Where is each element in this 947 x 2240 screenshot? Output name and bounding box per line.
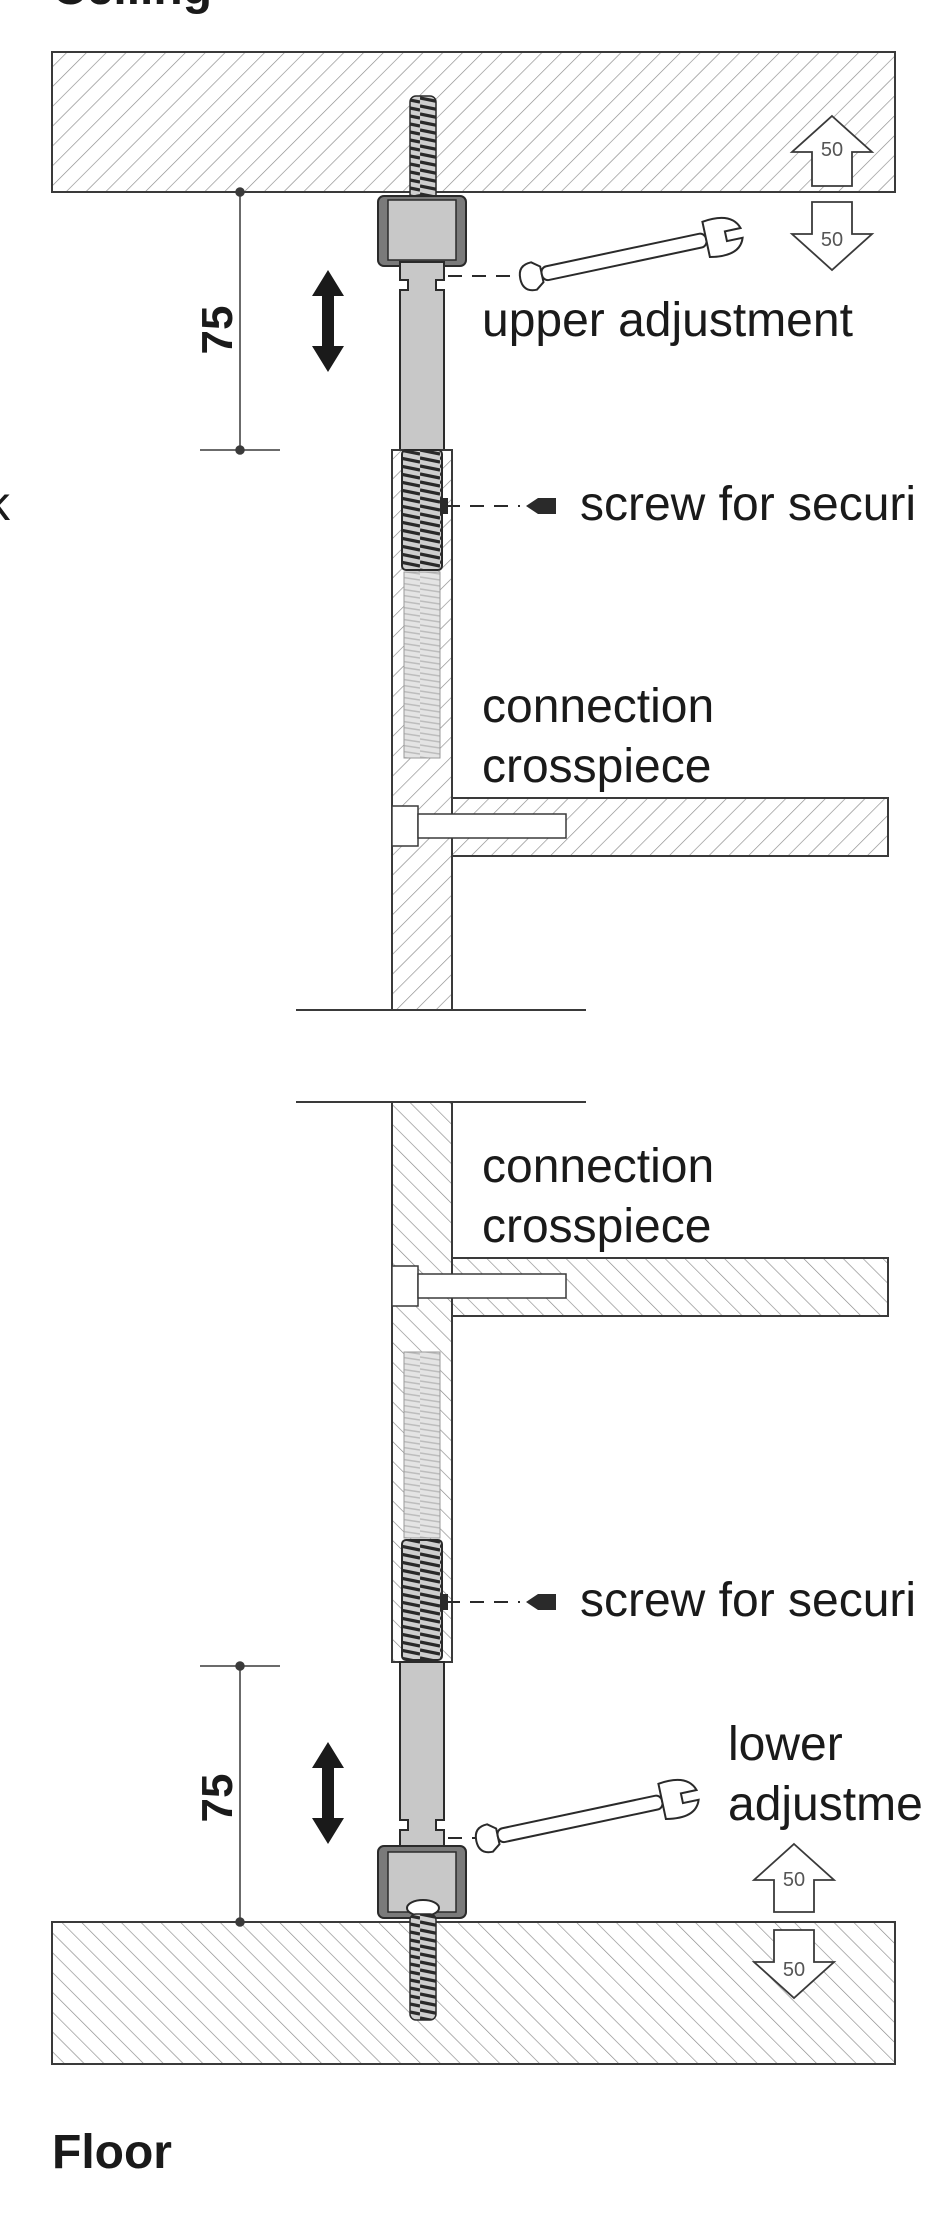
upper-mount-cup (377, 195, 467, 267)
lower-rod (399, 1661, 445, 1853)
svg-text:50: 50 (783, 1959, 805, 1981)
floor-label: Floor (52, 2126, 172, 2179)
upper-connector-bolt (417, 813, 567, 839)
floor-down-arrow-icon: 50 (751, 1929, 837, 2000)
ceiling-screw (406, 95, 440, 212)
upper-wrench-icon (518, 216, 744, 292)
upper-screw-anchor (440, 498, 448, 514)
svg-text:50: 50 (783, 1869, 805, 1891)
upper-screw-label: screw for securi (580, 478, 916, 531)
lower-threaded-sleeve (401, 1539, 443, 1661)
upper-connection-label-2: crosspiece (482, 740, 711, 793)
upper-dimension-value: 75 (193, 306, 242, 355)
lower-set-screw-icon (526, 1594, 556, 1610)
floor-slab (51, 1921, 896, 2065)
upper-dimension (200, 187, 280, 455)
lower-dimension (200, 1661, 280, 1927)
upper-sleeve-light (403, 571, 441, 759)
lower-adjustment-label-2: adjustme (728, 1778, 923, 1831)
left-cut-text: k (0, 478, 11, 531)
upper-rod (399, 261, 445, 451)
ceiling-label: Ceiling (52, 0, 212, 15)
lower-dimension-value: 75 (193, 1774, 242, 1823)
lower-connection-label-2: crosspiece (482, 1200, 711, 1253)
lower-adjustment-label-1: lower (728, 1718, 843, 1771)
lower-screw-label: screw for securi (580, 1574, 916, 1627)
lower-connection-label-1: connection (482, 1140, 714, 1193)
upper-set-screw-icon (526, 498, 556, 514)
upper-connector-head (391, 805, 419, 847)
lower-double-arrow-icon (312, 1742, 344, 1844)
floor-screw (406, 1899, 440, 2021)
lower-wrench-icon (474, 1778, 700, 1854)
floor-up-arrow-icon: 50 (751, 1842, 837, 1913)
svg-text:50: 50 (821, 229, 843, 251)
ceiling-down-arrow-icon: 50 (789, 201, 875, 272)
upper-threaded-sleeve (401, 449, 443, 571)
ceiling-up-arrow-icon: 50 (789, 114, 875, 187)
ceiling-slab (51, 51, 896, 193)
lower-sleeve-light (403, 1351, 441, 1539)
lower-screw-anchor (440, 1594, 448, 1610)
svg-text:50: 50 (821, 139, 843, 161)
lower-connector-bolt (417, 1273, 567, 1299)
lower-connector-head (391, 1265, 419, 1307)
upper-connection-label-1: connection (482, 680, 714, 733)
upper-adjustment-label: upper adjustment (482, 294, 853, 347)
upper-double-arrow-icon (312, 270, 344, 372)
